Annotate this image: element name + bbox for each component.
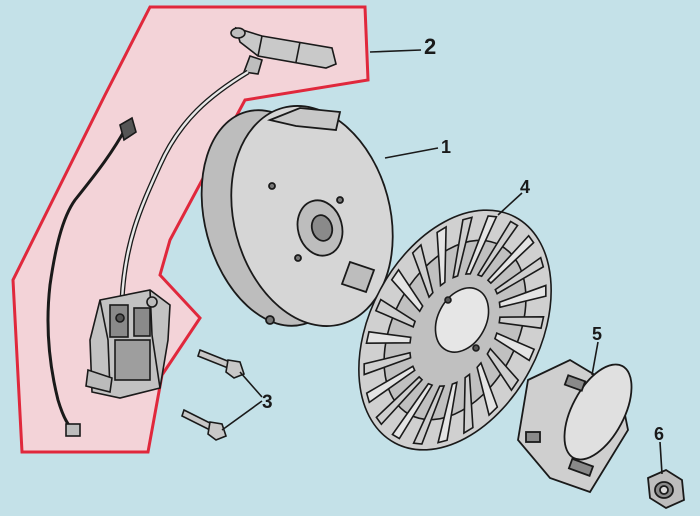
- fan-blade: [391, 382, 434, 440]
- flywheel: [200, 105, 394, 327]
- flywheel-nut: [647, 468, 685, 510]
- leader-line-3a: [239, 371, 263, 398]
- fan-blade: [476, 361, 499, 417]
- callout-1-flywheel: 1: [441, 137, 452, 157]
- leader-line-3b: [221, 400, 263, 431]
- spark-plug-cap: [230, 26, 337, 75]
- ignition-coil-body: [85, 289, 171, 399]
- fan-blade: [464, 215, 498, 275]
- callout-2-ignition-coil: 2: [424, 34, 437, 59]
- fan-blade: [498, 316, 545, 330]
- fan-blade: [390, 268, 424, 313]
- fan-blade: [363, 351, 412, 376]
- fan-blade: [436, 381, 458, 444]
- fan-blades: [363, 215, 547, 445]
- leader-lines: [221, 49, 663, 475]
- leader-line-6: [659, 441, 663, 475]
- callout-4-cooling-fan: 4: [520, 177, 531, 197]
- starter-cup: [517, 358, 633, 494]
- bolt-upper: [197, 348, 245, 379]
- fan-blade: [486, 347, 520, 392]
- fan-blade: [411, 243, 434, 299]
- ignition-coil-assembly: [46, 26, 337, 437]
- fan-blade: [365, 365, 416, 404]
- fan-blade: [374, 298, 417, 328]
- fan-blade: [436, 225, 447, 288]
- cooling-fan: [358, 209, 552, 451]
- leader-line-5: [591, 341, 599, 376]
- fan-blade: [486, 234, 535, 285]
- kill-wire: [46, 119, 132, 432]
- callout-6-flywheel-nut: 6: [654, 424, 665, 444]
- fan-blade: [452, 216, 474, 279]
- fan-blade: [494, 256, 545, 295]
- fan-blade: [412, 385, 446, 445]
- callout-5-starter-cup: 5: [592, 324, 603, 344]
- leader-line-2: [369, 49, 422, 53]
- fan-blade: [375, 375, 424, 426]
- fan-blade: [476, 220, 519, 278]
- bolts: [181, 348, 245, 441]
- bolt-lower: [181, 408, 227, 441]
- fan-blade: [498, 284, 547, 309]
- fan-blade: [365, 330, 412, 344]
- leader-line-1: [384, 147, 439, 159]
- leader-line-4: [497, 192, 523, 216]
- fan-blade: [463, 372, 474, 435]
- fan-blade: [493, 332, 536, 362]
- callout-3-bolts: 3: [262, 392, 273, 413]
